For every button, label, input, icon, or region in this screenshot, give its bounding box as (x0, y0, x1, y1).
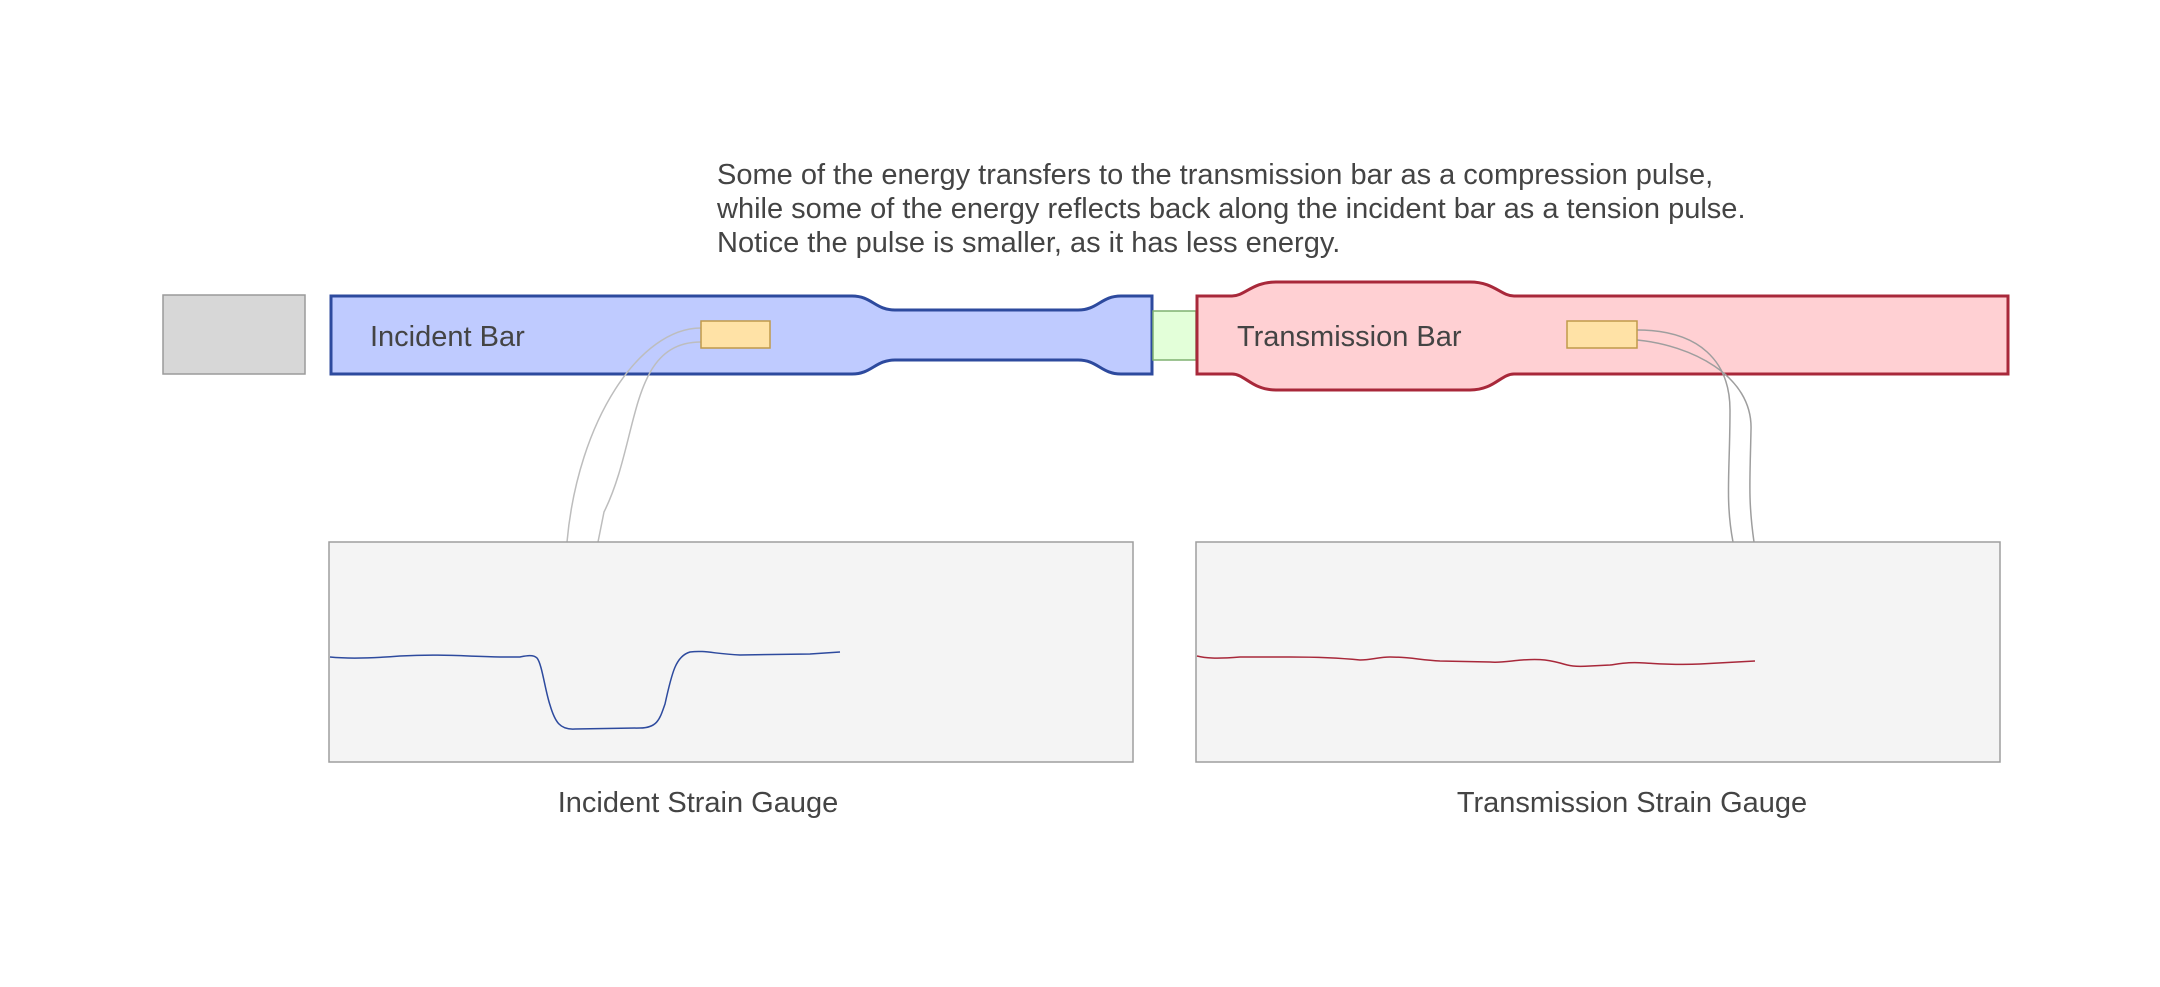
caption-line-3: Notice the pulse is smaller, as it has l… (717, 227, 1341, 259)
caption-line-1: Some of the energy transfers to the tran… (717, 159, 1714, 191)
incident-gauge-trace (329, 650, 841, 730)
specimen (1152, 310, 1197, 361)
striker-bar (162, 294, 306, 375)
transmission-gauge-label: Transmission Strain Gauge (1457, 787, 1807, 819)
transmission-bar-label: Transmission Bar (1237, 321, 1462, 353)
transmission-gauge-panel (1195, 541, 2001, 763)
incident-gauge-wire-2 (597, 341, 702, 543)
incident-gauge-panel (328, 541, 1134, 763)
transmission-gauge-trace (1196, 655, 1756, 668)
incident-strain-gauge-sensor (700, 320, 771, 349)
incident-gauge-wire-1 (566, 327, 702, 543)
caption: Some of the energy transfers to the tran… (717, 158, 1746, 260)
incident-bar-label: Incident Bar (370, 321, 525, 353)
transmission-gauge-wire-1 (1636, 329, 1734, 543)
caption-line-2: while some of the energy reflects back a… (717, 193, 1746, 225)
incident-gauge-label: Incident Strain Gauge (558, 787, 839, 819)
transmission-gauge-wire-2 (1636, 339, 1755, 543)
transmission-strain-gauge-sensor (1566, 320, 1638, 349)
